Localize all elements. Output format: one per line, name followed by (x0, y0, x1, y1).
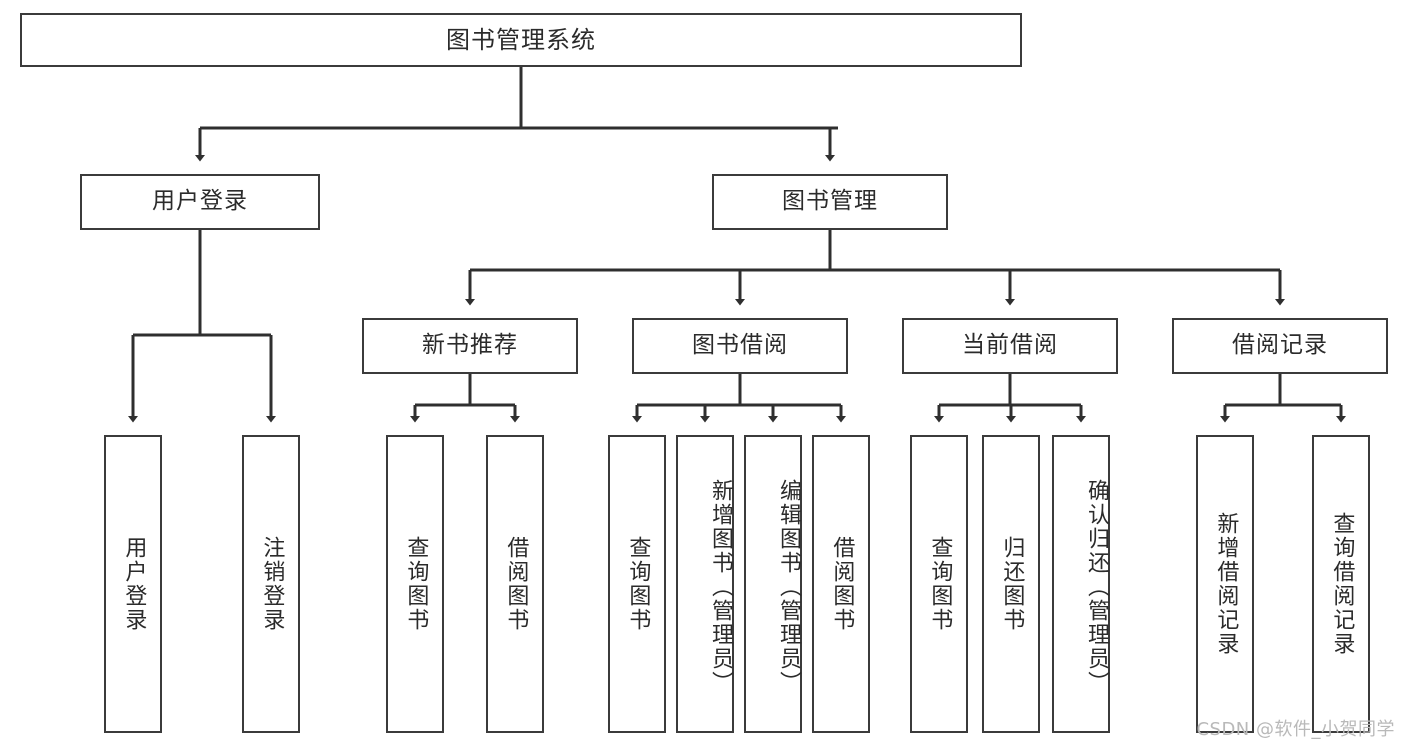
leaf-add-book-label: 新增图书（管理员） (708, 479, 733, 695)
leaf-borrow-book-1-label: 借阅图书 (503, 536, 529, 632)
leaf-add-record-label: 新增借阅记录 (1213, 512, 1239, 656)
leaf-edit-book[interactable]: 编辑图书（管理员） (744, 435, 802, 733)
leaf-query-book-3-label: 查询图书 (927, 536, 953, 632)
leaf-query-book-2-label: 查询图书 (625, 536, 651, 632)
leaf-query-book-1[interactable]: 查询图书 (386, 435, 444, 733)
node-new-book-rec[interactable]: 新书推荐 (362, 318, 578, 374)
leaf-borrow-book-2-label: 借阅图书 (829, 536, 855, 632)
leaf-query-book-2[interactable]: 查询图书 (608, 435, 666, 733)
node-current-borrow-label: 当前借阅 (962, 332, 1058, 359)
leaf-query-record[interactable]: 查询借阅记录 (1312, 435, 1370, 733)
leaf-confirm-return-label: 确认归还（管理员） (1084, 479, 1109, 695)
node-new-book-rec-label: 新书推荐 (422, 332, 518, 359)
leaf-user-login-label: 用户登录 (121, 536, 147, 632)
leaf-user-login[interactable]: 用户登录 (104, 435, 162, 733)
node-book-borrow-label: 图书借阅 (692, 332, 788, 359)
csdn-watermark: CSDN @软件_小贺同学 (1196, 719, 1395, 740)
node-user-login[interactable]: 用户登录 (80, 174, 320, 230)
node-book-borrow[interactable]: 图书借阅 (632, 318, 848, 374)
node-root-label: 图书管理系统 (446, 25, 596, 54)
leaf-confirm-return[interactable]: 确认归还（管理员） (1052, 435, 1110, 733)
node-current-borrow[interactable]: 当前借阅 (902, 318, 1118, 374)
leaf-borrow-book-1[interactable]: 借阅图书 (486, 435, 544, 733)
leaf-edit-book-label: 编辑图书（管理员） (776, 479, 801, 695)
leaf-user-logout[interactable]: 注销登录 (242, 435, 300, 733)
node-borrow-record-label: 借阅记录 (1232, 332, 1328, 359)
node-book-manage[interactable]: 图书管理 (712, 174, 948, 230)
leaf-user-logout-label: 注销登录 (259, 536, 285, 632)
leaf-query-book-3[interactable]: 查询图书 (910, 435, 968, 733)
leaf-return-book-label: 归还图书 (999, 536, 1025, 632)
leaf-query-book-1-label: 查询图书 (403, 536, 429, 632)
node-root[interactable]: 图书管理系统 (20, 13, 1022, 67)
leaf-query-record-label: 查询借阅记录 (1329, 512, 1355, 656)
leaf-add-book[interactable]: 新增图书（管理员） (676, 435, 734, 733)
leaf-return-book[interactable]: 归还图书 (982, 435, 1040, 733)
leaf-add-record[interactable]: 新增借阅记录 (1196, 435, 1254, 733)
node-book-manage-label: 图书管理 (782, 188, 878, 215)
node-borrow-record[interactable]: 借阅记录 (1172, 318, 1388, 374)
node-user-login-label: 用户登录 (152, 188, 248, 215)
leaf-borrow-book-2[interactable]: 借阅图书 (812, 435, 870, 733)
